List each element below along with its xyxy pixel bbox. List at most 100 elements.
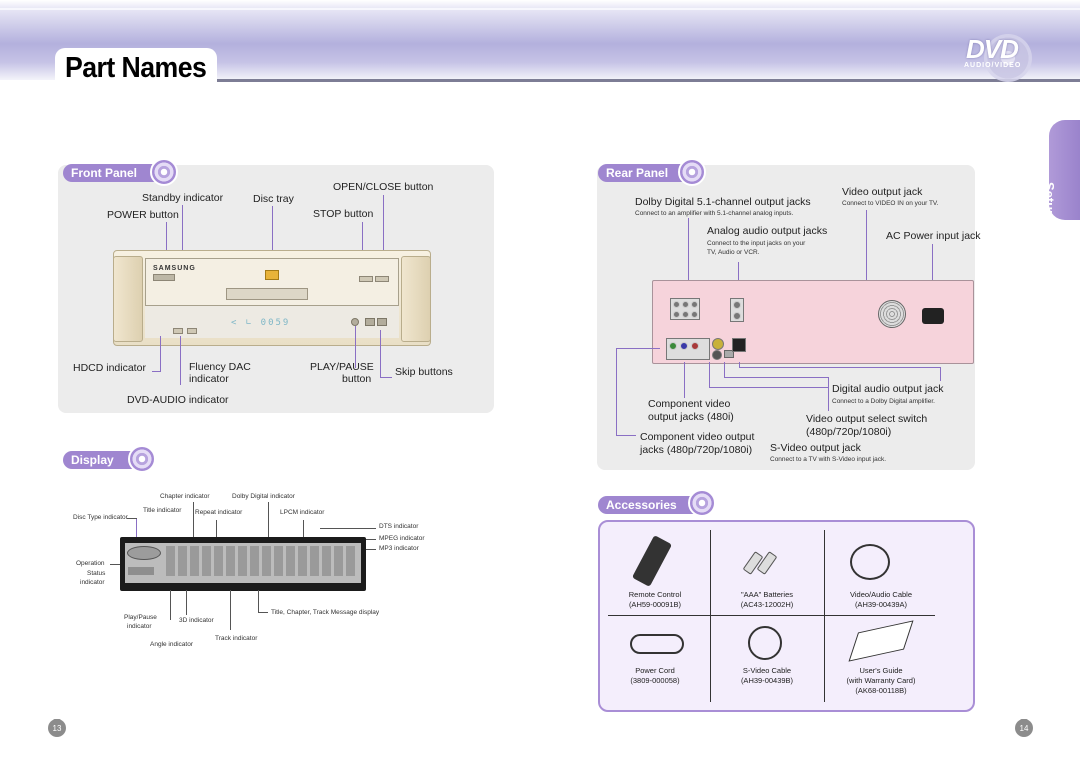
skip-forward-button[interactable] [377,318,387,326]
dolby-51-note: Connect to an amplifier with 5.1-channel… [635,210,794,217]
leader-line [180,336,181,385]
disc-icon [150,158,178,186]
play-pause-label: PLAY/PAUSE [310,361,374,373]
analog-audio-jacks [730,298,744,322]
leader-line [709,387,829,388]
title-indicator-label: Title indicator [143,507,182,514]
disc-tray[interactable] [226,288,308,300]
stop-button-label: STOP button [313,208,374,220]
skip-back-button[interactable] [365,318,375,326]
dvd-logo: DVD AUDIO/VIDEO [962,28,1038,82]
display-segments [166,546,356,576]
accessory-name: "AAA" Batteries [740,590,793,599]
leader-line [166,222,167,274]
accessory-name: Power Cord [635,666,675,675]
dvd-audio-indicator-label: DVD-AUDIO indicator [127,394,229,406]
power-button[interactable] [153,274,175,281]
fluency-dac-indicator [187,328,197,334]
disc-icon [128,445,156,473]
leader-line [940,367,941,381]
leader-line [182,205,183,273]
51ch-jacks [670,298,700,320]
component-jacks [666,338,710,360]
leader-line [380,377,392,378]
component-480i-label: Component video [648,398,731,410]
disc-icon [688,489,716,517]
user-guide-icon [848,620,914,662]
page-number-text: 13 [52,724,62,733]
component-hd-label-2: jacks (480p/720p/1080i) [640,444,753,456]
leader-line [193,502,194,540]
video-output-label: Video output jack [842,186,923,198]
fluency-dac-label-2: indicator [189,373,229,385]
leader-line [739,362,740,368]
leader-line [355,326,356,368]
rear-panel-device [652,280,974,364]
front-display: < ∟ 0059 [231,318,291,328]
svideo-output-jack [712,350,722,360]
setup-tab-label: Setup [1042,182,1057,219]
digital-audio-note: Connect to a Dolby Digital amplifier. [832,398,935,405]
leader-line [170,590,171,620]
accessories-heading: Accessories [598,496,704,514]
accessory-code: (AH39-00439A) [854,600,908,609]
leader-line [616,435,636,436]
accessory-code: (AH59-00091B) [628,600,682,609]
remote-control-icon [631,535,673,587]
operation-status-label-2: Status [87,570,106,577]
accessory-code-2: (AK68-00118B) [855,686,907,695]
analog-audio-note: Connect to the input jacks on your [707,240,806,247]
video-output-note: Connect to VIDEO IN on your TV. [842,200,939,207]
leader-line [828,377,829,411]
page-number-right: 14 [1015,719,1033,737]
accessory-code: (with Warranty Card) [846,676,916,685]
leader-line [383,195,384,277]
power-cord-icon [630,634,684,654]
svideo-note: Connect to a TV with S-Video input jack. [770,456,887,463]
front-panel-device: SAMSUNG < ∟ 0059 [113,250,431,346]
rear-panel-heading: Rear Panel [598,164,686,182]
leader-line [272,206,273,268]
open-close-button[interactable] [375,276,389,282]
leader-line [303,520,304,540]
chapter-indicator-label: Chapter indicator [160,493,210,500]
leader-line [110,564,124,565]
analog-audio-label: Analog audio output jacks [707,225,828,237]
header-rule [213,79,1080,82]
divider [608,615,935,616]
hdcd-indicator [173,328,183,334]
accessory-code: (AC43-12002H) [740,600,794,609]
leader-line [616,348,660,349]
logo-text: DVD [966,34,1019,64]
operation-status-label-3: indicator [80,579,105,586]
skip-buttons-label: Skip buttons [395,366,453,378]
repeat-indicator-label: Repeat indicator [195,509,243,516]
component-480i-label-2: output jacks (480i) [648,411,734,423]
device-brand: SAMSUNG [153,265,196,272]
setup-tab[interactable]: Setup [1042,120,1080,220]
logo-subtext: AUDIO/VIDEO [964,62,1022,69]
ac-power-jack [922,308,944,324]
operation-status-label: Operation [76,560,105,567]
disc-icon [678,158,706,186]
leader-line [230,590,231,630]
digital-audio-label: Digital audio output jack [832,383,944,395]
play-pause-button[interactable] [351,318,359,326]
svideo-cable-icon [748,626,782,660]
lpcm-indicator-label: LPCM indicator [280,509,325,516]
standby-indicator-label: Standby indicator [142,192,224,204]
accessory-name: Remote Control [628,590,682,599]
message-display-label: Title, Chapter, Track Message display [271,609,380,616]
angle-indicator-label: Angle indicator [150,641,193,648]
stop-button[interactable] [359,276,373,282]
play-pause-label-2: button [342,373,372,385]
leader-line [739,367,941,368]
video-select-switch[interactable] [724,350,734,358]
dolby-51-label: Dolby Digital 5.1-channel output jacks [635,196,811,208]
av-cable-icon [850,544,890,580]
leader-line [724,362,725,378]
leader-line [684,362,685,398]
dvd-audio-logo [265,270,279,280]
leader-line [258,612,268,613]
svideo-label: S-Video output jack [770,442,861,454]
